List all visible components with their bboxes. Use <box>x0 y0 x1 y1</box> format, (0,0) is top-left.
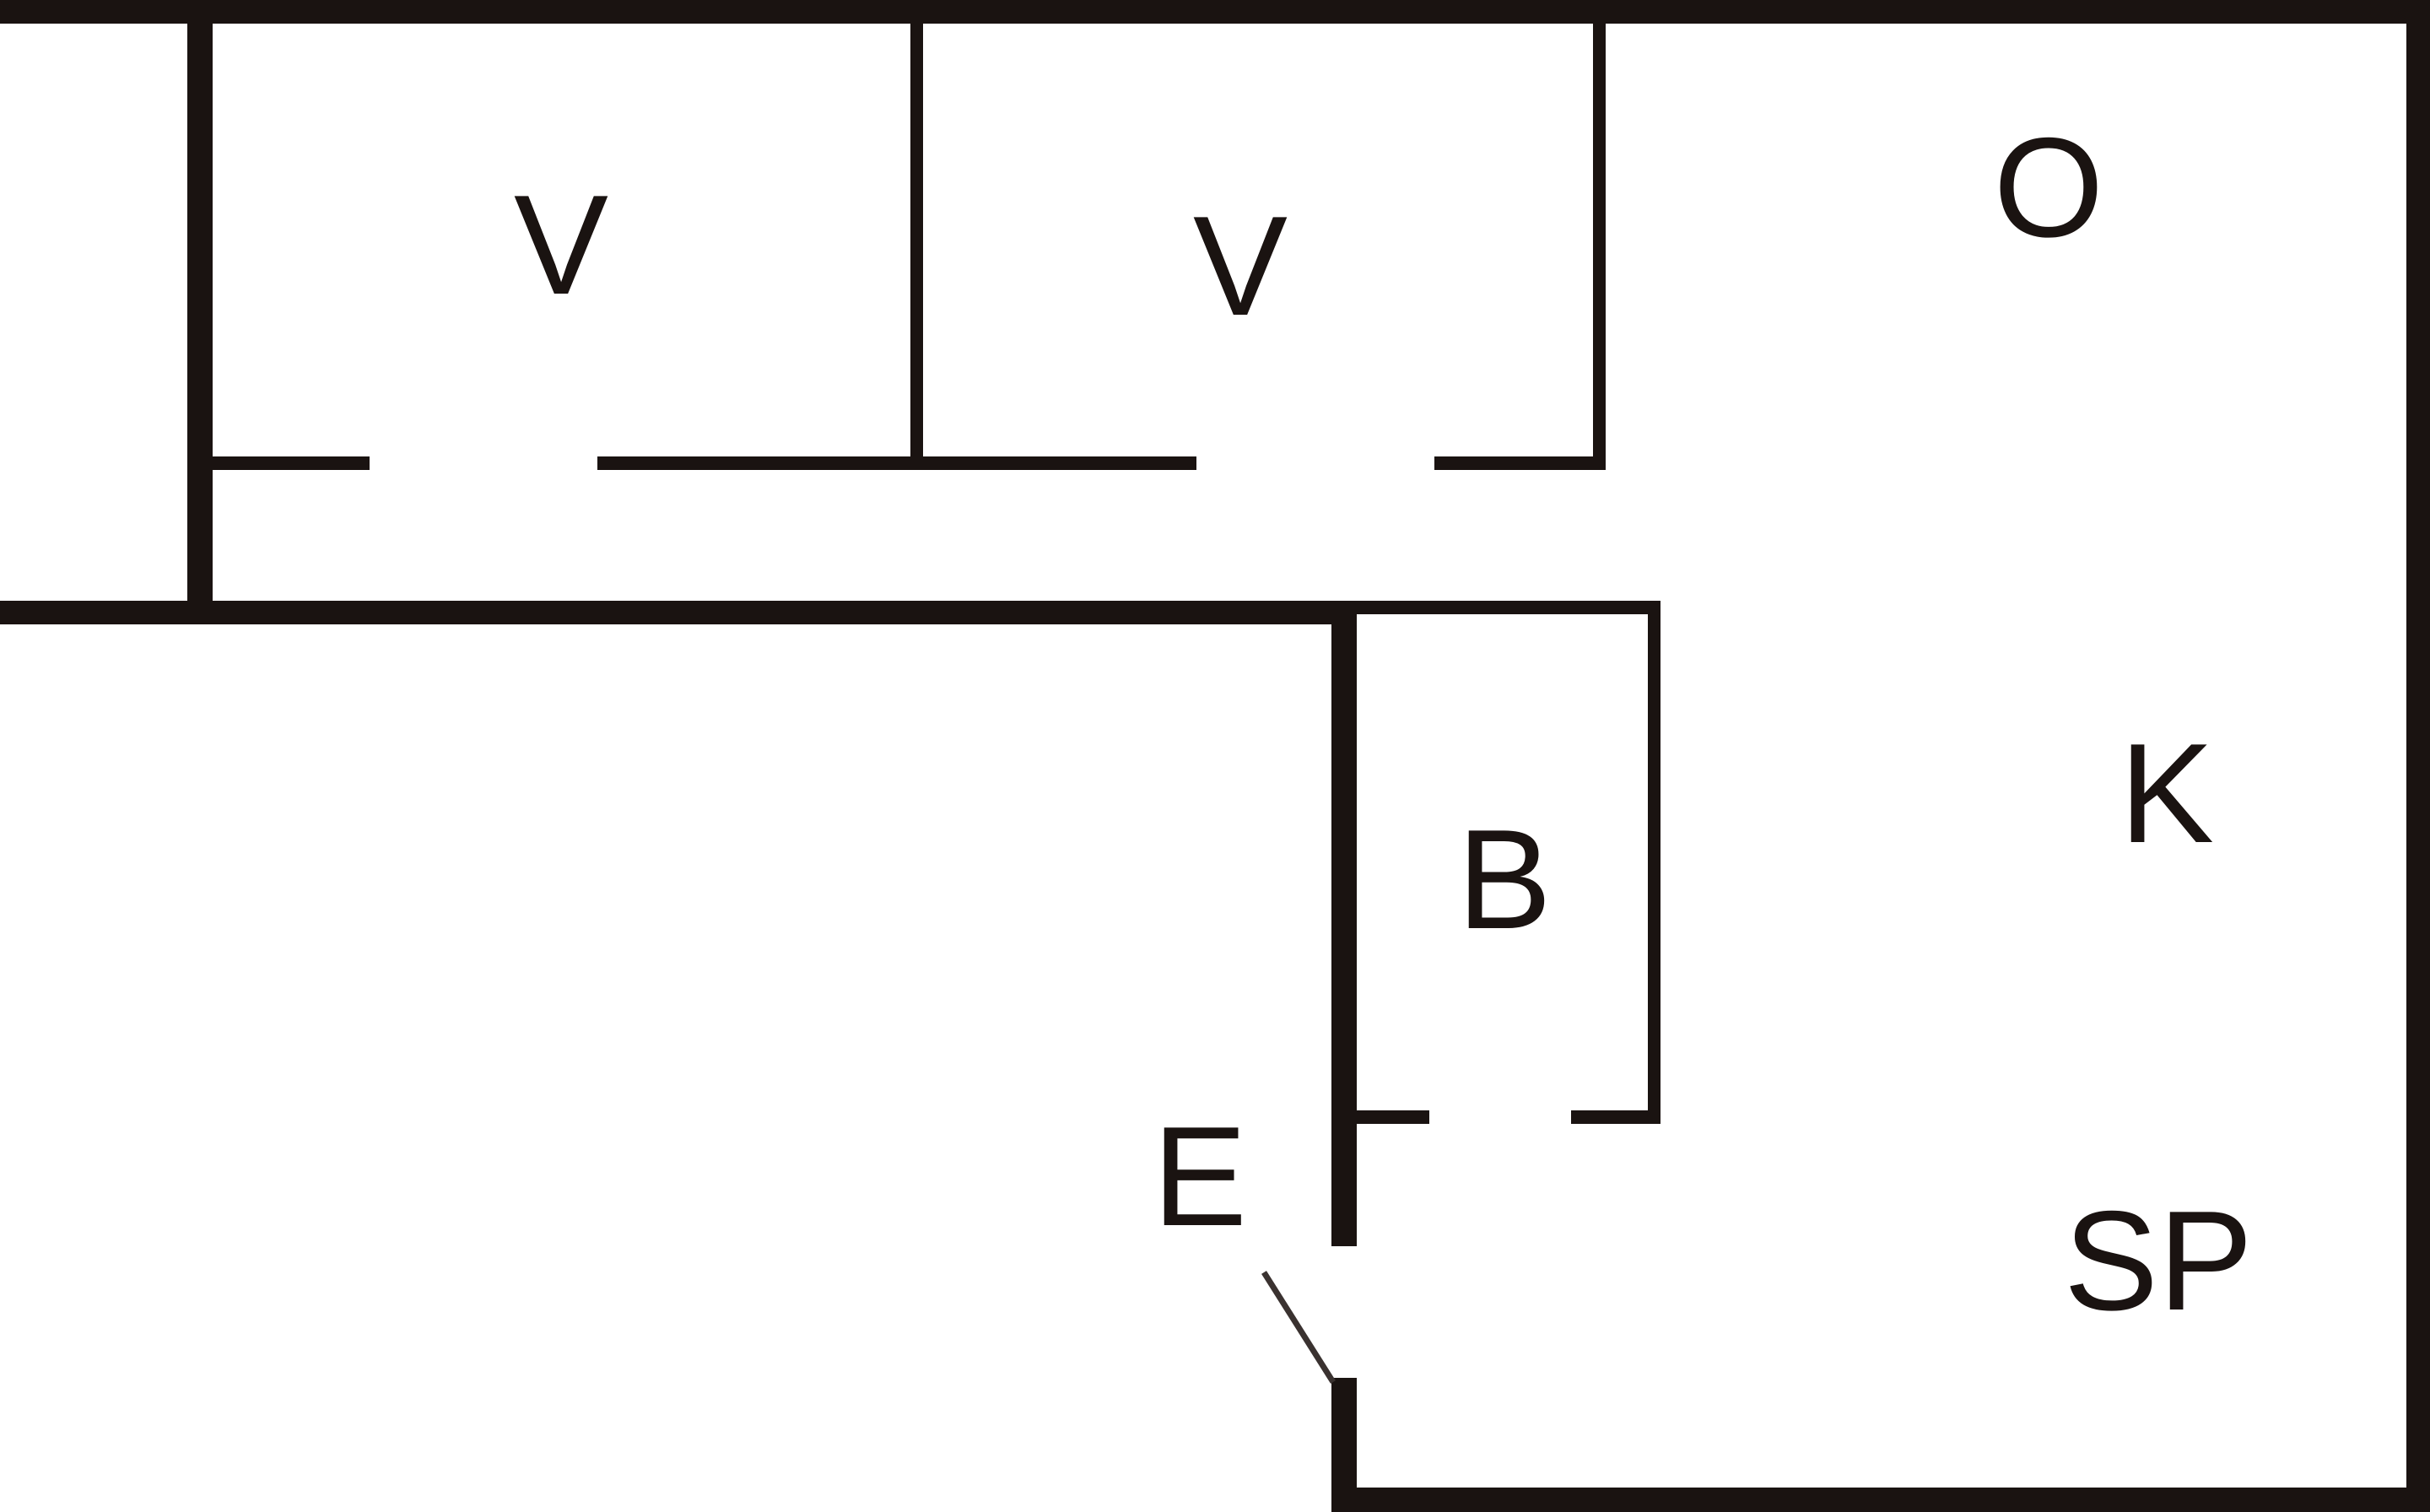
interior-wall-vertical-left <box>187 0 213 624</box>
room-label-k: K <box>2120 714 2214 872</box>
v2-sill-right <box>1434 456 1606 470</box>
door-swing-group <box>1261 1271 1336 1384</box>
room-b-sill-left <box>1345 1110 1429 1124</box>
v1-sill-left-stub <box>213 456 370 470</box>
door-opening-group <box>1331 1246 1357 1378</box>
interior-wall-horizontal-mid <box>0 601 1357 624</box>
room-label-group: V V O K B SP E <box>514 108 2253 1340</box>
exterior-wall-bottom <box>1331 1488 2430 1512</box>
room-b-wall-left-upper <box>1331 601 1357 1246</box>
room-label-b: B <box>1457 800 1552 958</box>
room-label-o: O <box>1994 108 2104 267</box>
partition-right-of-v2 <box>1593 24 1606 469</box>
entry-door-swing <box>1261 1271 1336 1384</box>
room-label-e: E <box>1153 1097 1247 1256</box>
partition-between-v-rooms <box>910 24 923 469</box>
exterior-wall-right <box>2406 0 2430 1512</box>
room-label-sp: SP <box>2064 1181 2253 1340</box>
room-label-v: V <box>514 165 608 324</box>
room-label-v2: V <box>1193 186 1288 345</box>
thin-wall-group <box>213 24 1660 1124</box>
entry-door-opening <box>1331 1246 1357 1378</box>
room-b-wall-right <box>1648 601 1660 1124</box>
room-b-sill-right <box>1571 1110 1660 1124</box>
room-b-wall-top <box>1345 601 1660 614</box>
v1-v2-sill-long <box>597 456 1196 470</box>
exterior-wall-top <box>0 0 2430 24</box>
